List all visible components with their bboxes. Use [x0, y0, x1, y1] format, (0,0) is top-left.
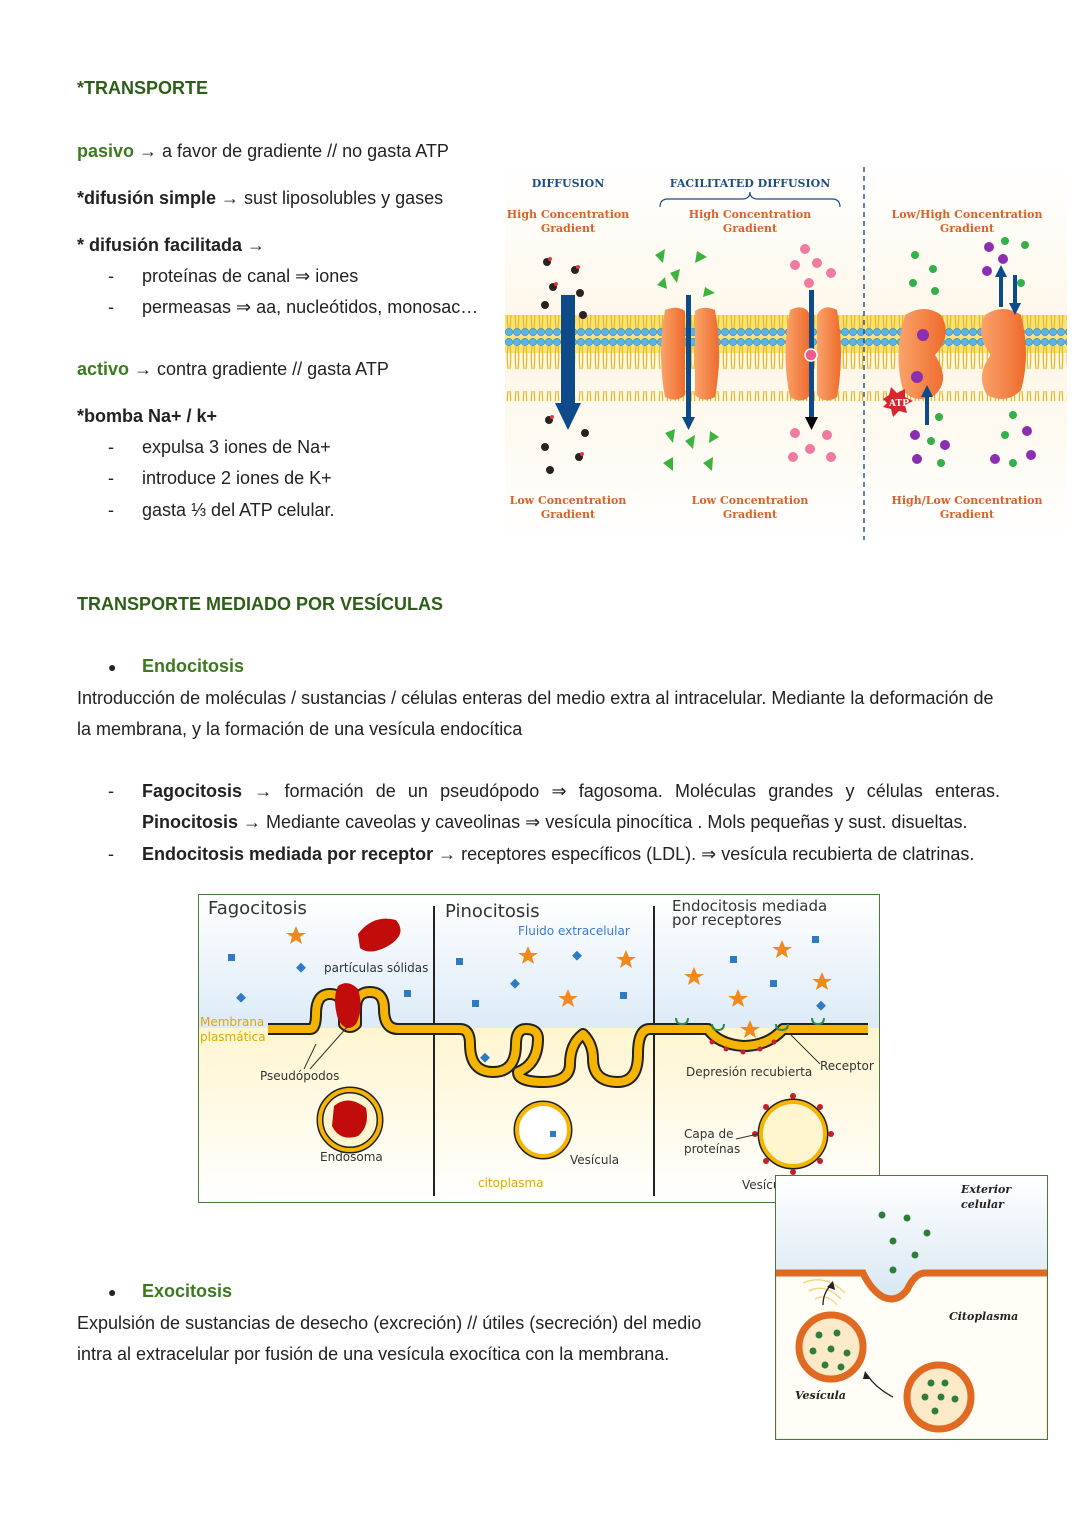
fagocitosis-text: → formación de un pseudópodo ⇒ fagosoma.…: [242, 781, 1000, 801]
endocitosis-text: Introducción de moléculas / sustancias /…: [77, 688, 994, 708]
membrana-label: Membrana: [200, 1015, 264, 1029]
dash: -: [108, 844, 114, 864]
pinocitosis-label: Pinocitosis: [142, 812, 239, 832]
fagocitosis-line: Fagocitosis → formación de un pseudópodo…: [142, 780, 1000, 802]
low-conc-label: Low Concentration: [692, 494, 809, 507]
pinocitosis-panel-title: Pinocitosis: [445, 901, 540, 922]
difusion-facilitada-arrow: →: [242, 235, 266, 255]
diffusion-arrow-head: [555, 403, 581, 430]
capa-label: proteínas: [684, 1142, 740, 1156]
highlow-conc-label: High/Low Concentration: [891, 494, 1042, 507]
exocytosis-figure: Exterior celular Citoplasma Vesícula: [775, 1175, 1048, 1440]
particulas-label: partículas sólidas: [324, 961, 428, 975]
gradient-label: Gradient: [541, 222, 596, 235]
lowhigh-conc-label: Low/High Concentration: [891, 208, 1042, 221]
pump-protein: [898, 309, 946, 399]
bomba-label: *bomba Na+ / k+: [77, 406, 218, 426]
list-item: expulsa 3 iones de Na+: [142, 437, 331, 457]
dash: -: [108, 468, 114, 488]
list-item: proteínas de canal ⇒ iones: [142, 266, 359, 286]
activo-line: activo → contra gradiente // gasta ATP: [77, 358, 389, 380]
gradient-label: Gradient: [723, 222, 778, 235]
low-conc-label: Low Concentration: [510, 494, 627, 507]
exterior-label: celular: [961, 1198, 1005, 1211]
difusion-simple-label: *difusión simple: [77, 188, 217, 208]
endosoma-label: Endosoma: [320, 1150, 383, 1164]
exocitosis-text: intra al extracelular por fusión de una …: [77, 1344, 670, 1364]
receptor-label: Receptor: [820, 1059, 874, 1073]
exterior-label: Exterior: [960, 1183, 1012, 1196]
gradient-label: Gradient: [940, 222, 995, 235]
pseudopodos-label: Pseudópodos: [260, 1069, 339, 1083]
atp-label: ATP: [888, 399, 909, 409]
receptor-label: Endocitosis mediada por receptor: [142, 844, 434, 864]
exocitosis-title: Exocitosis: [142, 1281, 233, 1301]
capa-label: Capa de: [684, 1127, 734, 1141]
vesicle: [515, 1102, 571, 1158]
atp-burst: [883, 387, 913, 417]
diffusion-figure: DIFFUSION FACILITATED DIFFUSION High Con…: [505, 165, 1067, 540]
difusion-simple-line: *difusión simple → sust liposolubles y g…: [77, 187, 443, 209]
bullet: ●: [108, 1284, 117, 1300]
difusion-facilitada-label: * difusión facilitada: [77, 235, 243, 255]
difusion-facilitada-line: * difusión facilitada →: [77, 234, 265, 256]
plasma-membrane: [776, 1269, 1047, 1303]
solid-particle: [358, 918, 401, 952]
activo-text: → contra gradiente // gasta ATP: [129, 359, 389, 379]
pinocitosis-text: → Mediante caveolas y caveolinas ⇒ vesíc…: [238, 812, 968, 832]
section-title-transporte: *TRANSPORTE: [77, 78, 209, 98]
solid-particle: [335, 983, 361, 1028]
channel-protein: [661, 307, 685, 400]
receptor-panel-title: por receptores: [672, 911, 782, 929]
citoplasma-label: Citoplasma: [949, 1310, 1018, 1323]
pump-protein: [981, 309, 1026, 399]
citoplasma-label: citoplasma: [478, 1176, 544, 1190]
fagocitosis-label: Fagocitosis: [142, 781, 243, 801]
bracket: [659, 191, 841, 208]
endocitosis-text: la membrana, y la formación de una vesíc…: [77, 719, 523, 739]
receptor-text: → receptores específicos (LDL). ⇒ vesícu…: [433, 844, 975, 864]
gradient-label: Gradient: [940, 508, 995, 521]
list-item: permeasas ⇒ aa, nucleótidos, monosac…: [142, 297, 479, 317]
vesicula-label: Vesícula: [570, 1153, 619, 1167]
facilitated-diffusion-header: FACILITATED DIFFUSION: [670, 177, 831, 190]
receptor-panel-title: Endocitosis mediada: [672, 897, 827, 915]
activo-word: activo: [77, 359, 130, 379]
dash: -: [108, 437, 114, 457]
dash: -: [108, 781, 114, 801]
difusion-simple-text: → sust liposolubles y gases: [216, 188, 444, 208]
diffusion-arrow-shaft: [561, 295, 575, 405]
channel-protein: [695, 307, 719, 400]
endocytosis-figure: Fagocitosis Pinocitosis Endocitosis medi…: [198, 894, 880, 1203]
endosome: [318, 1088, 382, 1152]
carrier-protein: [785, 307, 810, 401]
list-item: gasta ⅓ del ATP celular.: [142, 500, 335, 520]
list-item: introduce 2 iones de K+: [142, 468, 332, 488]
gradient-label: Gradient: [723, 508, 778, 521]
dash: -: [108, 500, 114, 520]
gradient-label: Gradient: [541, 508, 596, 521]
fluido-label: Fluido extracelular: [518, 924, 630, 938]
pasivo-line: pasivo → a favor de gradiente // no gast…: [77, 140, 449, 162]
dash: -: [108, 266, 114, 286]
endocitosis-title: Endocitosis: [142, 656, 245, 676]
high-conc-label: High Concentration: [689, 208, 811, 221]
bullet: ●: [108, 659, 117, 675]
vesicula-label: Vesícula: [795, 1389, 846, 1402]
channel-arrow: [686, 295, 691, 420]
pinocitosis-line: Pinocitosis → Mediante caveolas y caveol…: [142, 811, 967, 833]
diffusion-header: DIFFUSION: [532, 177, 605, 190]
high-conc-label: High Concentration: [507, 208, 629, 221]
membrana-label: plasmática: [200, 1030, 266, 1044]
depresion-label: Depresión recubierta: [686, 1065, 812, 1079]
section-title-vesiculas: TRANSPORTE MEDIADO POR VESÍCULAS: [77, 594, 444, 614]
pasivo-word: pasivo: [77, 141, 135, 161]
dash: -: [108, 297, 114, 317]
exocitosis-text: Expulsión de sustancias de desecho (excr…: [77, 1313, 702, 1333]
carrier-protein: [817, 307, 841, 401]
receptor-line: Endocitosis mediada por receptor → recep…: [142, 843, 974, 865]
fagocitosis-panel-title: Fagocitosis: [208, 898, 307, 919]
coated-vesicle: [759, 1100, 827, 1168]
pasivo-text: → a favor de gradiente // no gasta ATP: [134, 141, 449, 161]
